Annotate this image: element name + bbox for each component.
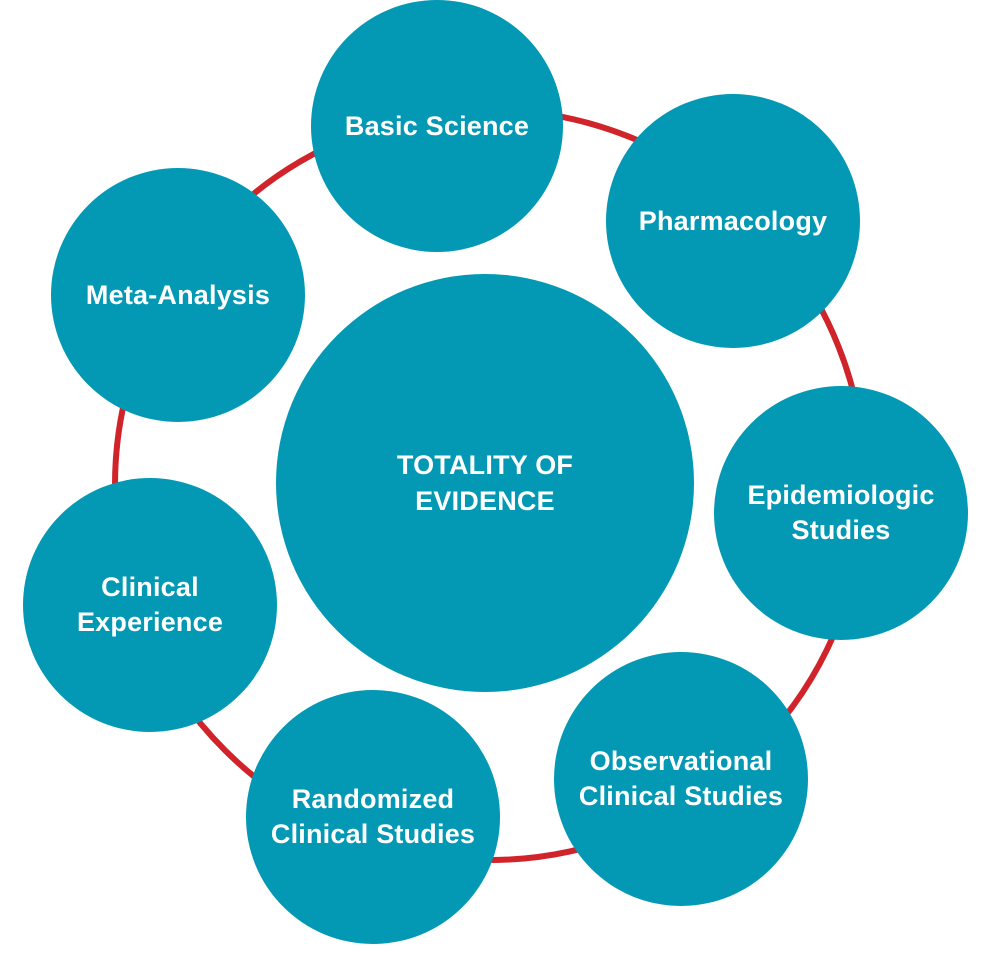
center-label-line1: TOTALITY OF <box>396 449 574 480</box>
node-observational-line2: Clinical Studies <box>578 781 784 811</box>
center-circle-totality-of-evidence: TOTALITY OF EVIDENCE <box>276 274 694 692</box>
node-clinical-experience-label: Clinical Experience <box>77 570 223 639</box>
node-basic-science: Basic Science <box>311 0 563 252</box>
node-epidemiologic-line2: Studies <box>791 515 891 545</box>
node-clinical-experience: Clinical Experience <box>23 478 277 732</box>
node-epidemiologic-studies: Epidemiologic Studies <box>714 386 968 640</box>
node-meta-analysis: Meta-Analysis <box>51 168 305 422</box>
node-observational-label: Observational Clinical Studies <box>579 744 783 813</box>
node-basic-science-line1: Basic Science <box>344 110 530 141</box>
node-meta-analysis-label: Meta-Analysis <box>86 278 270 313</box>
node-randomized-line1: Randomized <box>291 784 455 815</box>
node-basic-science-label: Basic Science <box>345 109 529 144</box>
node-pharmacology: Pharmacology <box>606 94 860 348</box>
node-pharmacology-line1: Pharmacology <box>638 205 828 236</box>
node-randomized-label: Randomized Clinical Studies <box>271 782 475 851</box>
node-epidemiologic-label: Epidemiologic Studies <box>747 478 934 547</box>
node-pharmacology-label: Pharmacology <box>639 204 827 239</box>
node-observational-clinical-studies: Observational Clinical Studies <box>554 652 808 906</box>
center-label: TOTALITY OF EVIDENCE <box>397 447 573 520</box>
node-randomized-line2: Clinical Studies <box>270 819 476 849</box>
node-observational-line1: Observational <box>589 746 773 777</box>
center-label-line2: EVIDENCE <box>415 486 555 516</box>
node-meta-analysis-line1: Meta-Analysis <box>85 279 271 310</box>
node-epidemiologic-line1: Epidemiologic <box>747 480 935 511</box>
node-randomized-clinical-studies: Randomized Clinical Studies <box>246 690 500 944</box>
node-clinical-experience-line2: Experience <box>76 607 224 637</box>
node-clinical-experience-line1: Clinical <box>101 572 199 603</box>
